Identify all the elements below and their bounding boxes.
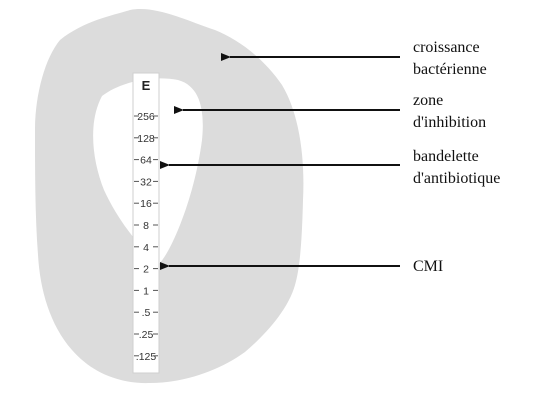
scale-value: 256 — [137, 111, 155, 123]
strip-header: E — [142, 78, 151, 93]
scale-value: .5 — [142, 307, 151, 319]
growth-label: croissance bactérienne — [413, 37, 487, 81]
scale-value: 1 — [143, 285, 149, 297]
growth-label-line-2: bactérienne — [413, 59, 487, 81]
inhibition-label: zone d'inhibition — [413, 90, 486, 134]
strip-label: bandelette d'antibiotique — [413, 146, 500, 190]
inhibition-label-line-2: d'inhibition — [413, 112, 486, 134]
scale-value: 4 — [143, 242, 149, 254]
inhibition-label-line-1: zone — [413, 90, 486, 112]
scale-value: 8 — [143, 220, 149, 232]
scale-value: 64 — [140, 155, 152, 167]
scale-value: 128 — [137, 133, 155, 145]
scale-value: .25 — [139, 329, 154, 341]
scale-value: 32 — [140, 176, 152, 188]
scale-value: .125 — [136, 351, 157, 363]
growth-label-line-1: croissance — [413, 37, 487, 59]
mic-label: CMI — [413, 256, 443, 278]
strip-label-line-2: d'antibiotique — [413, 168, 500, 190]
strip-label-line-1: bandelette — [413, 146, 500, 168]
scale-value: 16 — [140, 198, 152, 210]
mic-label-line-1: CMI — [413, 256, 443, 278]
scale-value: 2 — [143, 264, 149, 276]
